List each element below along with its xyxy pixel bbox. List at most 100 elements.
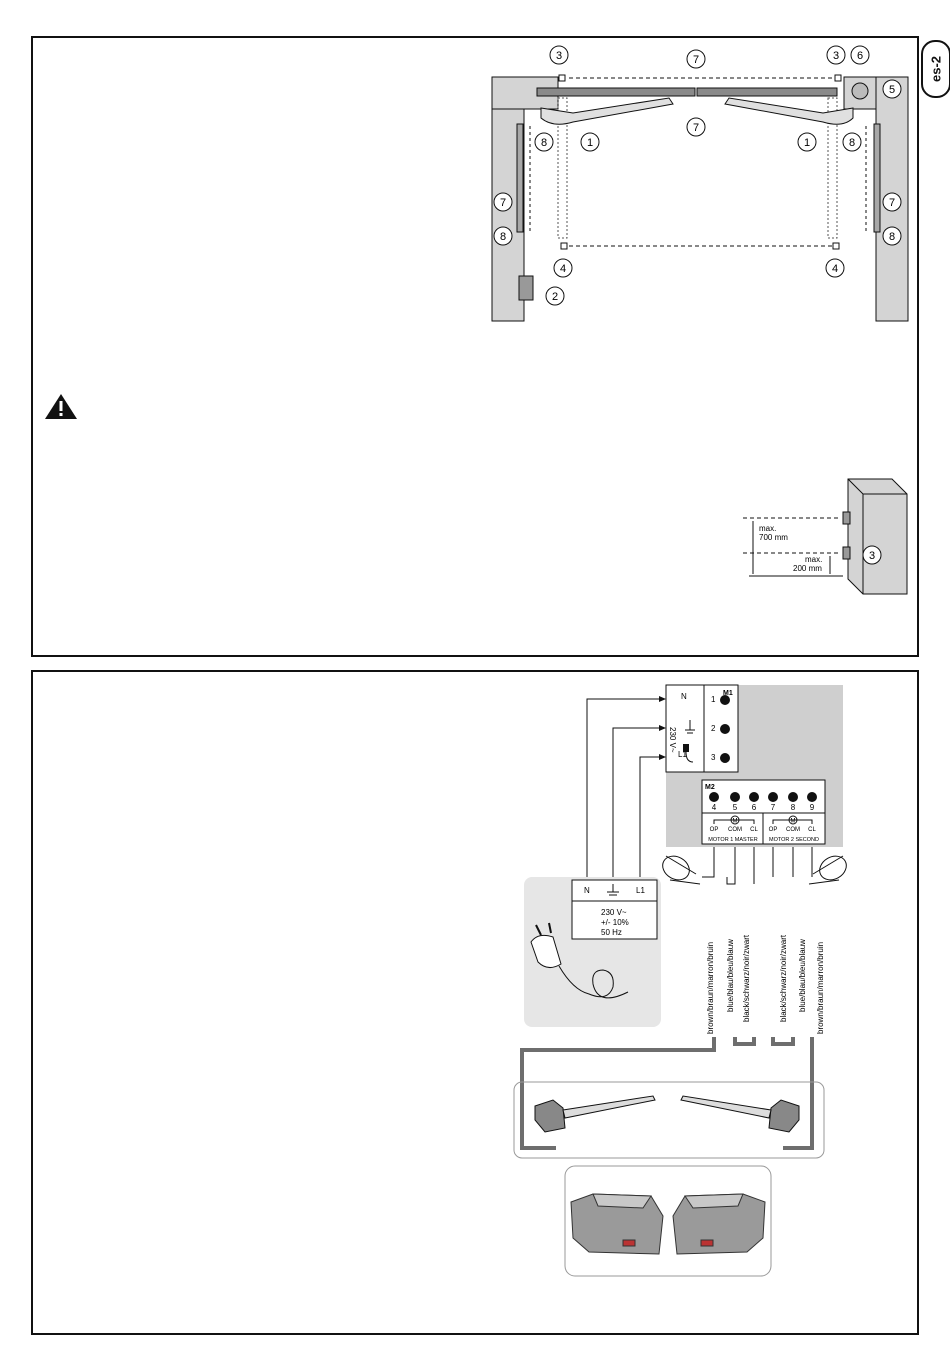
callout-label: 8 <box>541 137 547 149</box>
callout-1-right: 1 <box>797 132 817 152</box>
callout-label: 8 <box>889 231 895 243</box>
max-200-label-line1: max. <box>805 555 822 564</box>
callout-7-right: 7 <box>882 192 902 212</box>
supply-wires <box>586 698 663 880</box>
m1-terminal-1-label: 1 <box>711 695 716 704</box>
left-gear-motor <box>540 97 674 125</box>
m1-l1-label: L1 <box>678 750 687 759</box>
m1-terminal-2 <box>720 724 730 734</box>
motor-2-symbol: M <box>772 815 813 825</box>
motor-installation-frame <box>513 1081 825 1159</box>
max-700-label-line1: max. <box>759 524 776 533</box>
callout-label: 8 <box>500 231 506 243</box>
callout-label: 7 <box>889 197 895 209</box>
left-gate-leaf <box>536 87 696 97</box>
callout-label: 7 <box>693 54 699 66</box>
left-motor-cover <box>570 1193 664 1255</box>
wire-label-brown-right: brown/braun/marron/bruin <box>816 942 825 1034</box>
wire-label-blue-right: blue/blau/bleu/blauw <box>798 939 807 1012</box>
product-photo-frame <box>564 1165 772 1277</box>
callout-4-right: 4 <box>825 258 845 278</box>
m2-com-2: COM <box>786 827 800 833</box>
callout-3-right: 3 <box>826 45 846 65</box>
left-safety-edge <box>516 123 524 233</box>
callout-3-detail: 3 <box>869 550 875 562</box>
m2-com-1: COM <box>728 827 742 833</box>
installation-layout-panel: 3 7 3 6 5 7 8 1 1 8 7 7 <box>31 36 919 657</box>
warning-icon <box>45 394 77 419</box>
supply-l1-label: L1 <box>636 886 645 895</box>
wire-label-black-right: black/schwarz/noir/zwart <box>779 934 788 1022</box>
callout-label: 8 <box>849 137 855 149</box>
callout-6: 6 <box>850 45 870 65</box>
m1-terminal-3-label: 3 <box>711 753 716 762</box>
flashing-light <box>851 82 869 100</box>
callout-label: 2 <box>552 291 558 303</box>
photocell-bottom-left <box>560 242 568 250</box>
m2-terminal-4-label: 4 <box>712 803 717 812</box>
callout-3-left: 3 <box>549 45 569 65</box>
ground-symbol <box>685 720 695 734</box>
callout-label: 1 <box>587 137 593 149</box>
motor-cable-left <box>662 847 755 885</box>
m2-terminals <box>709 792 817 802</box>
right-gate-open <box>827 97 838 239</box>
m1-terminal-3 <box>720 753 730 763</box>
callout-7-top: 7 <box>686 49 706 69</box>
callout-8-left: 8 <box>534 132 554 152</box>
m2-op-2: OP <box>769 827 778 833</box>
page-number-badge: es-2 <box>921 40 950 98</box>
m2-terminal-9-label: 9 <box>810 803 815 812</box>
plug-icon <box>683 744 694 763</box>
motor-2-second-label: MOTOR 2 SECOND <box>769 837 819 843</box>
callout-label: 7 <box>693 122 699 134</box>
callout-label: 6 <box>857 50 863 62</box>
motor-1-master-label: MOTOR 1 MASTER <box>708 837 757 843</box>
supply-n-label: N <box>584 886 590 895</box>
m2-label: M2 <box>705 784 715 791</box>
callout-8-right: 8 <box>842 132 862 152</box>
right-safety-edge <box>873 123 881 233</box>
m1-label: M1 <box>723 690 733 697</box>
supply-terminal-box <box>571 879 658 940</box>
callout-1-left: 1 <box>580 132 600 152</box>
wire-label-brown-left: brown/braun/marron/bruin <box>706 942 715 1034</box>
callout-2: 2 <box>545 286 565 306</box>
callout-label: 7 <box>500 197 506 209</box>
callout-7-mid: 7 <box>686 117 706 137</box>
m2-terminal-8-label: 8 <box>791 803 796 812</box>
callout-label: 3 <box>833 50 839 62</box>
right-motor-cover <box>672 1193 766 1255</box>
supply-ground-icon <box>607 884 619 896</box>
m2-cl-1: CL <box>750 827 758 833</box>
max-200-label-line2: 200 mm <box>793 564 822 573</box>
m2-op-1: OP <box>710 827 719 833</box>
photocell-bottom-right <box>832 242 840 250</box>
wiring-diagram: M1 N L1 230 V~ 1 2 3 M2 4 5 6 7 8 9 M M … <box>513 684 847 1277</box>
callout-label: 4 <box>832 263 838 275</box>
m1-voltage-label: 230 V~ <box>668 727 677 753</box>
right-gear-motor <box>724 97 854 125</box>
m2-terminal-7-label: 7 <box>771 803 776 812</box>
m2-terminal-5-label: 5 <box>733 803 738 812</box>
supply-voltage: 230 V~ <box>601 908 627 917</box>
motor-1-symbol-label: M <box>733 819 738 825</box>
m2-terminal-6-label: 6 <box>752 803 757 812</box>
callout-7-left: 7 <box>493 192 513 212</box>
callout-8-right-bottom: 8 <box>882 226 902 246</box>
motor-2-symbol-label: M <box>791 819 796 825</box>
callout-label: 3 <box>556 50 562 62</box>
callout-4-left: 4 <box>553 258 573 278</box>
callout-label: 1 <box>804 137 810 149</box>
callout-5: 5 <box>882 79 902 99</box>
m1-terminal-1 <box>720 695 730 705</box>
control-unit <box>518 275 534 301</box>
photocell-top-left <box>558 74 566 82</box>
right-motor-illustration <box>680 1095 800 1133</box>
wiring-panel: M1 N L1 230 V~ 1 2 3 M2 4 5 6 7 8 9 M M … <box>31 670 919 1335</box>
power-plug-icon <box>530 922 629 999</box>
page-number: es-2 <box>928 55 944 83</box>
supply-tolerance: +/- 10% <box>601 918 629 927</box>
right-gate-leaf <box>696 87 838 97</box>
motor-cable-right <box>772 847 847 885</box>
